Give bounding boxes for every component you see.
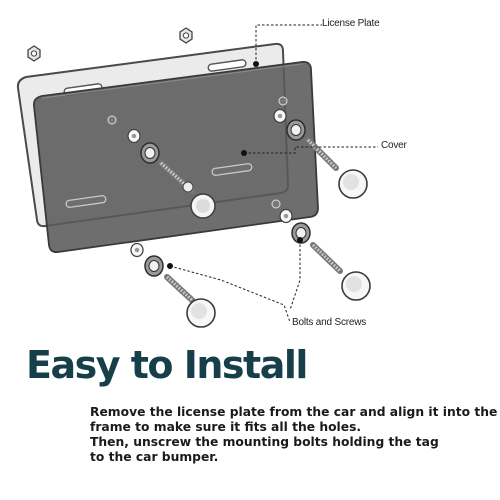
- instructions-line: to the car bumper.: [90, 450, 219, 464]
- cover-label: Cover: [381, 140, 407, 151]
- callout-dot: [241, 150, 247, 156]
- headline: Easy to Install: [26, 343, 308, 387]
- nut-icon: [27, 45, 41, 62]
- washer-icon: [130, 242, 144, 258]
- instructions-line: Then, unscrew the mounting bolts holding…: [90, 435, 439, 449]
- callout-dot: [253, 61, 259, 67]
- washer-icon: [127, 128, 141, 144]
- license-plate-label: License Plate: [322, 18, 380, 29]
- bolt-icon: [164, 274, 216, 328]
- cover-illustration: [33, 61, 319, 254]
- grommet-icon: [144, 255, 164, 277]
- nut-icon: [179, 27, 193, 44]
- bolt-icon: [305, 137, 368, 199]
- washer-icon: [273, 108, 287, 124]
- callout-leaders: [169, 24, 378, 323]
- bolt-icon: [310, 242, 371, 301]
- grommet-icon: [286, 119, 306, 141]
- grommet-icon: [140, 142, 160, 164]
- bolts-and-screws-label: Bolts and Screws: [292, 317, 367, 328]
- instructions-text: Remove the license plate from the car an…: [90, 405, 498, 465]
- instructions-line: Remove the license plate from the car an…: [90, 405, 498, 419]
- instructions-line: frame to make sure it fits all the holes…: [90, 420, 362, 434]
- callout-dot: [167, 263, 173, 269]
- washer-icon: [279, 208, 293, 224]
- bolt-icon: [158, 160, 195, 194]
- callout-dot: [297, 237, 303, 243]
